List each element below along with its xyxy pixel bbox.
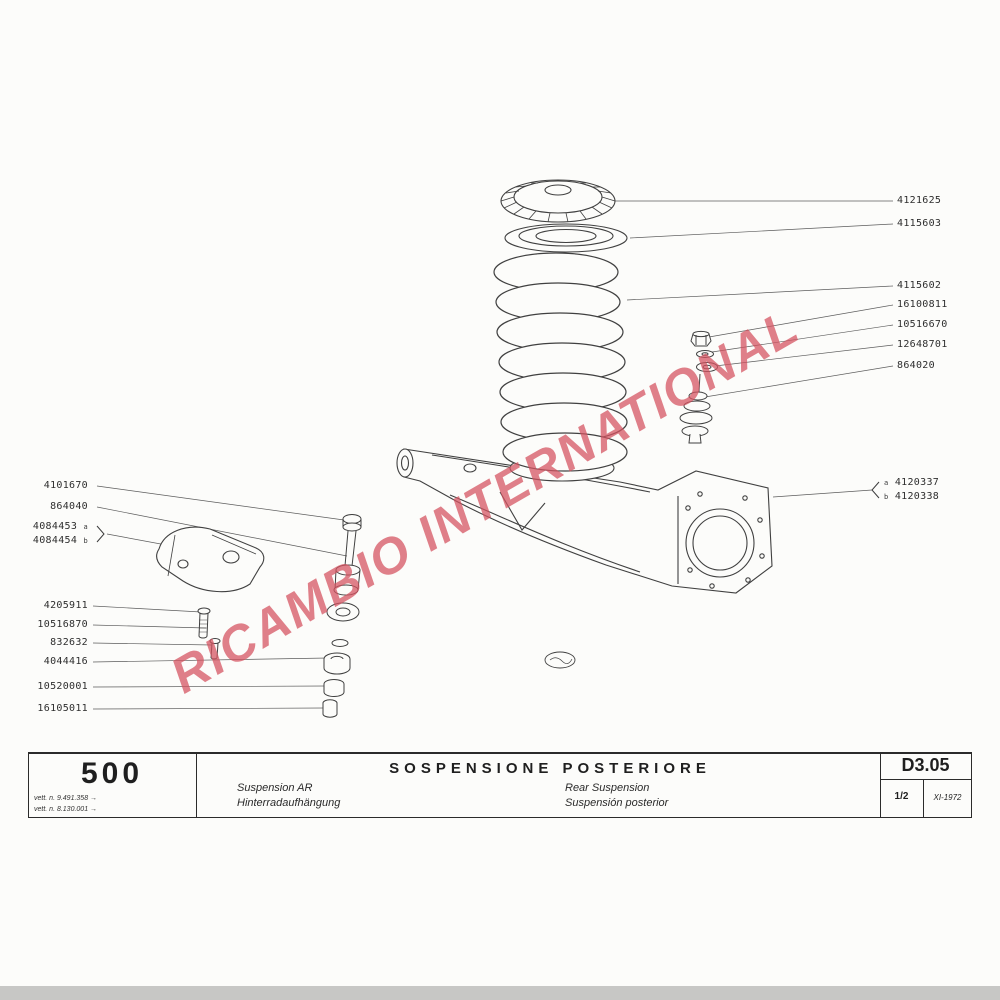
part-label-4120338: b 4120338 (884, 491, 940, 502)
part-label-832632: 832632 (50, 637, 88, 648)
spring-upper-pad (504, 223, 628, 253)
sheet-number: 1/2 (894, 791, 909, 802)
part-label-4205911: 4205911 (43, 600, 88, 611)
title-block-bottom-rule (28, 817, 972, 818)
upper-nut (690, 330, 712, 347)
bump-stop (679, 373, 713, 444)
part-label-4101670: 4101670 (43, 480, 88, 491)
model-number: 500 (80, 757, 144, 790)
shock-bolt-assembly (326, 514, 362, 622)
bushing-stack (322, 639, 351, 718)
part-label-4115602: 4115602 (897, 280, 942, 291)
plate-cell-split-rule (923, 779, 924, 818)
part-label-864040: 864040 (50, 501, 88, 512)
model-note-2: vett. n. 8.130.001 → (34, 805, 98, 813)
part-label-4120337: a 4120337 (884, 477, 940, 488)
part-label-4044416: 4044416 (43, 656, 88, 667)
spring-upper-mount (500, 179, 616, 223)
washer-cup (696, 362, 718, 372)
fiat-stamp (544, 651, 576, 669)
title-block-plate-rule (880, 752, 881, 818)
part-label-4084454: 4084454 b (32, 535, 88, 546)
part-label-4115603: 4115603 (897, 218, 942, 229)
part-label-864020: 864020 (897, 360, 935, 371)
small-bolts (197, 607, 221, 660)
subtitle-french: Suspension AR (237, 782, 313, 794)
bump-stop-bracket (156, 526, 265, 593)
part-label-16105011: 16105011 (37, 703, 88, 714)
plate-date: XI-1972 (933, 793, 962, 802)
label-brackets (96, 481, 880, 543)
part-label-4084453: 4084453 a (32, 521, 88, 532)
plate-code: D3.05 (901, 755, 950, 775)
title-block-sep-rule (196, 752, 197, 818)
scan-edge (0, 986, 1000, 1000)
subtitle-english: Rear Suspension (565, 782, 650, 794)
subtitle-spanish: Suspensión posterior (565, 797, 669, 809)
plate-cell-mid-rule (880, 779, 971, 780)
part-label-16100811: 16100811 (897, 299, 948, 310)
title-block-right-rule (971, 752, 972, 818)
part-label-10520001: 10520001 (37, 681, 88, 692)
subtitle-german: Hinterradaufhängung (237, 797, 341, 809)
page-title: SOSPENSIONE POSTERIORE (389, 760, 711, 777)
part-label-12648701: 12648701 (897, 339, 948, 350)
model-note-1: vett. n. 9.491.358 → (34, 795, 98, 802)
part-label-4121625: 4121625 (897, 195, 942, 206)
coil-spring (493, 252, 628, 472)
model-notes: vett. n. 9.491.358 → vett. n. 8.130.001 … (34, 794, 97, 815)
title-block-left-rule (28, 752, 29, 818)
part-label-10516670: 10516670 (897, 319, 948, 330)
title-block-top-rule (28, 752, 972, 754)
washer-small (696, 350, 714, 358)
part-label-10516870: 10516870 (37, 619, 88, 630)
